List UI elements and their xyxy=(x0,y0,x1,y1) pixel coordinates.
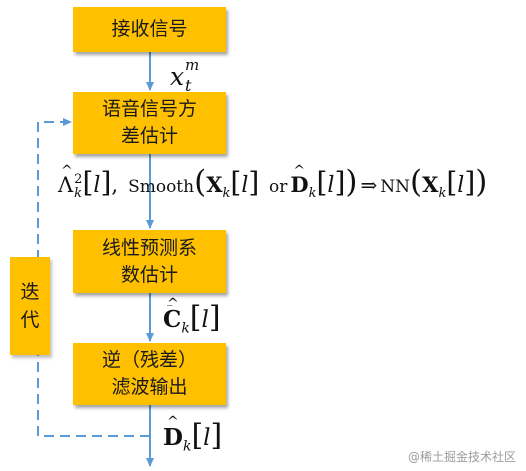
iteration-label-box: 迭 代 xyxy=(10,257,50,355)
smooth-function: Smooth xyxy=(128,177,195,197)
iteration-label-line2: 代 xyxy=(20,309,40,331)
prediction-coefficient-expression: C^‾k[l] xyxy=(163,296,221,351)
receive-signal-label: 接收信号 xyxy=(111,18,188,40)
speech-variance-label-line2: 差估计 xyxy=(120,125,178,147)
or-text: or xyxy=(269,177,288,197)
symbol-x: x xyxy=(170,62,185,91)
speech-variance-estimation-block: 语音信号方 差估计 xyxy=(73,92,226,154)
iteration-label-line1: 迭 xyxy=(20,281,40,303)
inverse-filter-label-line2: 滤波输出 xyxy=(111,376,188,398)
symbol-t-subscript: t xyxy=(185,76,192,95)
d-hat: D^ xyxy=(290,163,309,197)
nn-function: NN xyxy=(380,177,411,197)
receive-signal-block: 接收信号 xyxy=(73,7,226,52)
speech-variance-label-line1: 语音信号方 xyxy=(101,98,197,120)
inverse-filter-label-line1: 逆（残差） xyxy=(101,349,197,371)
linear-prediction-block: 线性预测系 数估计 xyxy=(73,230,226,293)
iteration-feedback-loop xyxy=(37,118,150,437)
d-hat-output: D^ xyxy=(163,414,183,451)
lambda-subsup: 2 k xyxy=(74,171,83,201)
linear-prediction-label-line2: 数估计 xyxy=(120,263,178,286)
implies-arrow: ⇒ xyxy=(360,173,378,197)
linear-prediction-label-line1: 线性预测系 xyxy=(101,236,197,259)
inverse-filter-block: 逆（残差） 滤波输出 xyxy=(73,343,226,405)
symbol-m-superscript: m xyxy=(185,56,200,74)
lambda-hat: Λ ^ xyxy=(58,163,74,197)
watermark: @稀土掘金技术社区 xyxy=(407,450,516,464)
c-double-hat: C^‾ xyxy=(163,296,182,333)
filter-output-expression: D^k[l] xyxy=(163,414,222,469)
